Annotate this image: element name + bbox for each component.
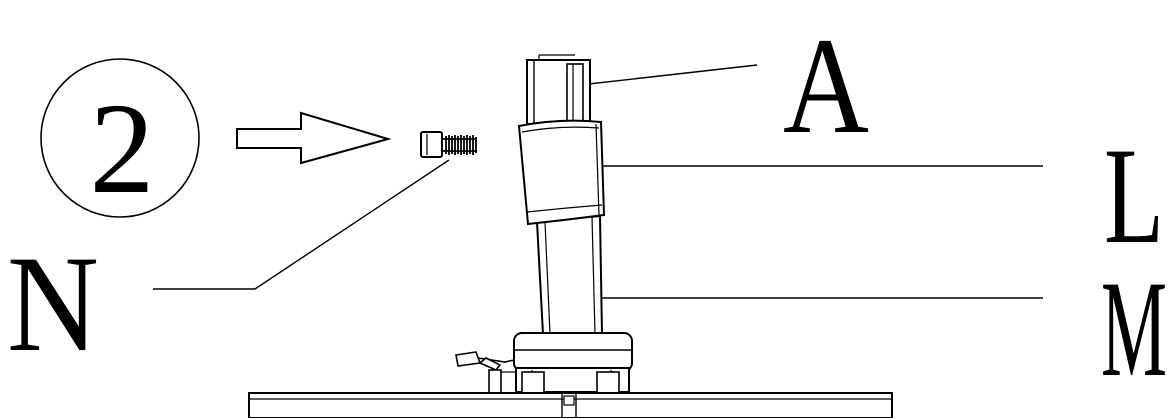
label-m: M xyxy=(1101,252,1167,405)
step-circle xyxy=(40,58,200,218)
height-collar xyxy=(517,119,606,226)
label-a: A xyxy=(783,9,869,162)
leader-line-n-diagonal xyxy=(254,159,450,290)
label-n: N xyxy=(7,227,99,380)
step-number: 2 xyxy=(90,77,155,221)
stand-post-assembly xyxy=(248,54,893,418)
clamp-feet xyxy=(521,371,620,395)
right-arrow-outline-icon xyxy=(236,111,392,165)
base-plate xyxy=(248,392,893,418)
cable-lever xyxy=(455,351,516,395)
hex-socket-screw-icon xyxy=(420,131,477,158)
step-badge: 2 xyxy=(40,58,200,221)
top-bracket xyxy=(526,54,591,125)
label-l: L xyxy=(1104,119,1164,272)
